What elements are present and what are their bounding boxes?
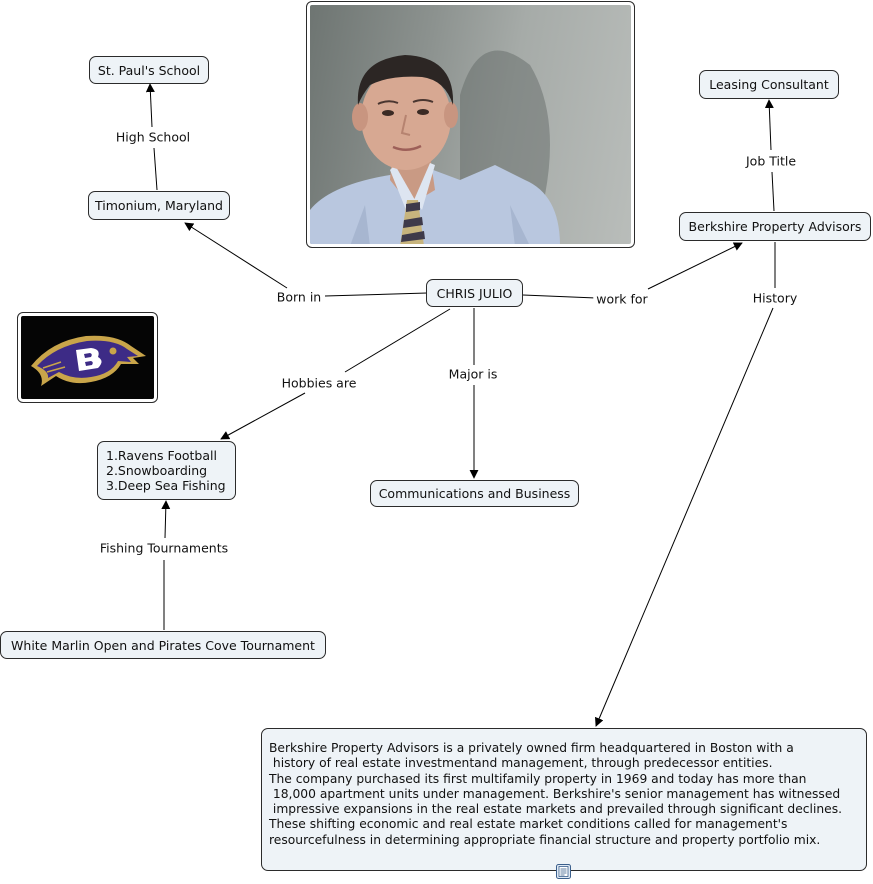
link-label-history: History [749, 289, 801, 307]
node-berkshire-property-advisors[interactable]: Berkshire Property Advisors [679, 212, 871, 241]
hobby-item-3: 3.Deep Sea Fishing [106, 478, 226, 493]
line-center-hobbies-are [344, 308, 451, 373]
node-leasing-consultant[interactable]: Leasing Consultant [699, 70, 839, 99]
line-job-title-leasing [764, 99, 774, 151]
line-fishing-hobbies [161, 500, 171, 539]
line-center-work-for [522, 294, 597, 299]
link-label-born-in: Born in [273, 288, 325, 306]
line-hobbies-are-hobbies [220, 392, 306, 440]
line-born-in-timonium [184, 222, 288, 289]
link-label-fishing-tournaments: Fishing Tournaments [96, 539, 232, 557]
node-st-pauls-school[interactable]: St. Paul's School [89, 56, 209, 84]
link-label-major-is: Major is [445, 365, 501, 383]
node-hobbies[interactable]: 1.Ravens Football 2.Snowboarding 3.Deep … [97, 441, 236, 500]
node-communications-and-business[interactable]: Communications and Business [370, 480, 579, 507]
ravens-logo[interactable] [17, 312, 158, 403]
ravens-logo-drawing [31, 335, 146, 386]
hobby-item-1: 1.Ravens Football [106, 448, 217, 463]
link-label-work-for: work for [593, 290, 651, 308]
line-history-description [595, 307, 774, 727]
line-berkshire-job-title [771, 171, 775, 212]
line-work-for-berkshire [647, 242, 743, 290]
node-white-marlin-open[interactable]: White Marlin Open and Pirates Cove Tourn… [0, 631, 326, 659]
document-icon-drawing [556, 864, 571, 879]
link-label-high-school: High School [112, 128, 194, 146]
node-chris-julio[interactable]: CHRIS JULIO [426, 279, 523, 307]
line-timonium-high-school [153, 147, 158, 191]
link-label-job-title: Job Title [742, 152, 800, 170]
portrait-photo-drawing [310, 50, 560, 244]
node-timonium-maryland[interactable]: Timonium, Maryland [88, 191, 230, 220]
portrait-photo[interactable] [306, 1, 635, 248]
hobby-item-2: 2.Snowboarding [106, 463, 208, 478]
document-icon[interactable] [556, 864, 571, 879]
link-label-hobbies-are: Hobbies are [278, 374, 360, 392]
line-high-school-st-pauls [145, 83, 155, 128]
line-center-born-in [324, 292, 428, 297]
node-berkshire-description[interactable]: Berkshire Property Advisors is a private… [261, 728, 867, 871]
